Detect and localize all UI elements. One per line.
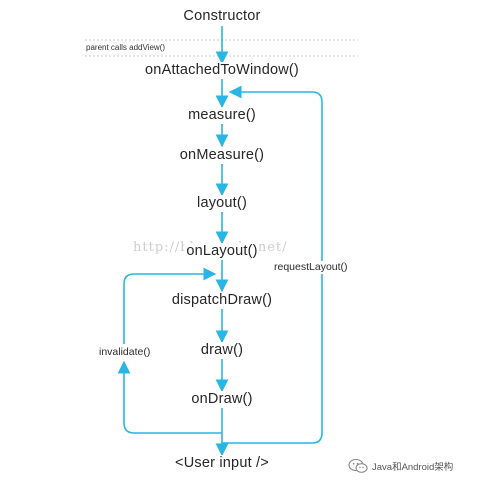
parent-calls-addview-note: parent calls addView() <box>86 43 166 52</box>
step-user-input: <User input /> <box>173 455 271 472</box>
brand-text: Java和Android架构 <box>372 462 454 473</box>
step-onlayout: onLayout() <box>184 243 260 260</box>
invalidate-label: invalidate() <box>98 346 152 359</box>
step-measure: measure() <box>186 107 258 124</box>
invalidate-loop-lower <box>117 360 222 434</box>
step-onattachedtowindow: onAttachedToWindow() <box>143 62 301 79</box>
request-layout-label: requestLayout() <box>273 261 349 274</box>
step-ondraw: onDraw() <box>189 391 255 408</box>
step-dispatchdraw: dispatchDraw() <box>169 292 275 309</box>
step-layout: layout() <box>195 195 249 212</box>
step-onmeasure: onMeasure() <box>177 147 267 164</box>
brand-badge: Java和Android架构 <box>348 458 453 474</box>
step-draw: draw() <box>198 342 246 359</box>
invalidate-loop-upper <box>123 267 217 344</box>
wechat-icon <box>348 458 368 473</box>
step-constructor: Constructor <box>181 8 263 25</box>
